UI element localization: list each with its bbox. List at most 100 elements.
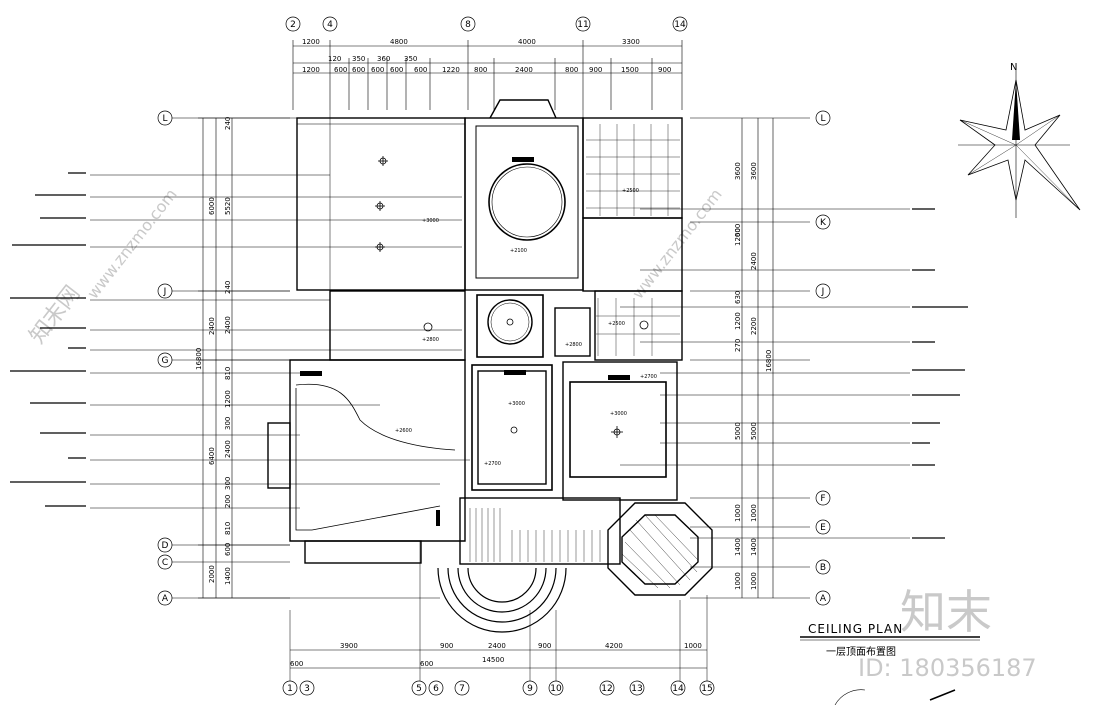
- dim-label: 1400: [750, 538, 758, 556]
- dim-label: 1000: [734, 572, 742, 590]
- left-grid-bubbles: [157, 110, 173, 606]
- left-note-marks: [10, 172, 86, 507]
- grid-bubble: [299, 680, 315, 696]
- height-label: +3000: [508, 401, 525, 407]
- grid-label: 10: [550, 684, 562, 694]
- drawing-subtitle: 一层顶面布置图: [826, 646, 896, 658]
- chandelier-icon: [375, 201, 385, 211]
- dim-label: 350: [352, 55, 365, 63]
- grid-bubble: [157, 110, 173, 126]
- grid-bubble: [428, 680, 444, 696]
- dim-label: 1400: [734, 538, 742, 556]
- dim-label: 16800: [765, 350, 773, 372]
- grid-label: A: [162, 594, 169, 604]
- grid-bubble: [699, 680, 715, 696]
- grid-bubble: [285, 16, 301, 32]
- dim-label: 1000: [750, 572, 758, 590]
- entrance-arcs: [437, 567, 567, 633]
- grid-label: 15: [701, 684, 712, 694]
- dim-label: 800: [565, 66, 578, 74]
- right-dimensions: [690, 117, 810, 599]
- ceiling-heights: +3000 +2100 +2500 +2800 +2500 +3000 +260…: [395, 188, 657, 467]
- dim-label: 1200: [302, 38, 320, 46]
- grid-bubble: [157, 283, 173, 299]
- corridor-hatching: [469, 508, 699, 589]
- right-note-leaders: [620, 208, 910, 539]
- dim-label: 600: [390, 66, 403, 74]
- top-grid-labels: 2 4 8 11 14: [290, 20, 686, 30]
- bottom-grid-labels: 1 3 5 6 7 9 10 12 13 14 15: [287, 684, 713, 694]
- dim-label: 270: [734, 339, 742, 352]
- dim-label: 240: [224, 117, 232, 130]
- bottom-dimensions: [290, 649, 707, 669]
- grid-label: 14: [672, 684, 684, 694]
- grid-bubble: [629, 680, 645, 696]
- bottom-grid-bubbles: [282, 680, 715, 696]
- left-dimensions: [198, 117, 290, 599]
- grid-label: B: [820, 563, 826, 573]
- dim-label: 1500: [621, 66, 639, 74]
- left-grid-lines: [172, 117, 440, 599]
- watermark-id-text: ID: 180356187: [858, 654, 1037, 682]
- north-arrow-icon: N: [958, 62, 1081, 218]
- dim-label: 200: [224, 495, 232, 508]
- dim-label: 600: [371, 66, 384, 74]
- grid-label: 7: [459, 684, 465, 694]
- top-grid-bubbles: [285, 16, 688, 32]
- dim-label: 600: [224, 543, 232, 556]
- curved-ceiling-edge: [295, 383, 456, 451]
- dim-label: 810: [224, 522, 232, 535]
- dim-label: 900: [538, 642, 551, 650]
- dim-label: 2400: [224, 440, 232, 458]
- watermark-url-right: www.znzmo.com: [628, 185, 726, 302]
- grid-label: 4: [327, 20, 333, 30]
- grid-bubble: [411, 680, 427, 696]
- dim-label: 3600: [734, 162, 742, 180]
- grid-bubble: [670, 680, 686, 696]
- dim-total-label: 14500: [482, 656, 504, 664]
- grid-bubble: [575, 16, 591, 32]
- dim-label: 16800: [195, 348, 203, 370]
- dim-label: 1200: [302, 66, 320, 74]
- dim-label: 1000: [734, 504, 742, 522]
- right-grid-bubbles: [815, 110, 831, 606]
- height-label: +3000: [422, 218, 439, 224]
- dim-label: 2200: [750, 317, 758, 335]
- height-label: +2700: [484, 461, 501, 467]
- height-label: +2100: [510, 248, 527, 254]
- grid-label: E: [820, 523, 826, 533]
- dim-label: 900: [589, 66, 602, 74]
- top-dim-labels: 1200 4800 4000 3300 120 350 360 350 1200…: [302, 38, 671, 74]
- grid-label: A: [820, 594, 827, 604]
- dim-label: 600: [290, 660, 303, 668]
- grid-label: 12: [601, 684, 612, 694]
- grid-bubble: [548, 680, 564, 696]
- dim-label: 1400: [224, 567, 232, 585]
- grid-bubble: [322, 16, 338, 32]
- grid-bubble: [815, 214, 831, 230]
- grid-bubble: [815, 559, 831, 575]
- circular-ceiling: [423, 163, 649, 434]
- height-label: +3000: [610, 411, 627, 417]
- dim-label: 2400: [224, 316, 232, 334]
- grid-label: 11: [577, 20, 588, 30]
- grid-bubble: [460, 16, 476, 32]
- dim-label: 1000: [684, 642, 702, 650]
- dim-label: 600: [734, 224, 742, 237]
- dim-label: 810: [224, 367, 232, 380]
- grid-bubble: [815, 590, 831, 606]
- dim-label: 120: [328, 55, 341, 63]
- grid-label: F: [820, 494, 825, 504]
- grid-bubble: [157, 590, 173, 606]
- watermark-logo-text: 知末: [900, 585, 992, 639]
- left-note-leaders: [90, 174, 470, 509]
- grid-label: 9: [527, 684, 533, 694]
- dim-label: 3300: [622, 38, 640, 46]
- grid-bubble: [157, 537, 173, 553]
- tile-grid: [586, 124, 680, 356]
- dim-label: 900: [440, 642, 453, 650]
- grid-label: 6: [433, 684, 439, 694]
- dim-label: 2400: [208, 317, 216, 335]
- grid-bubble: [815, 519, 831, 535]
